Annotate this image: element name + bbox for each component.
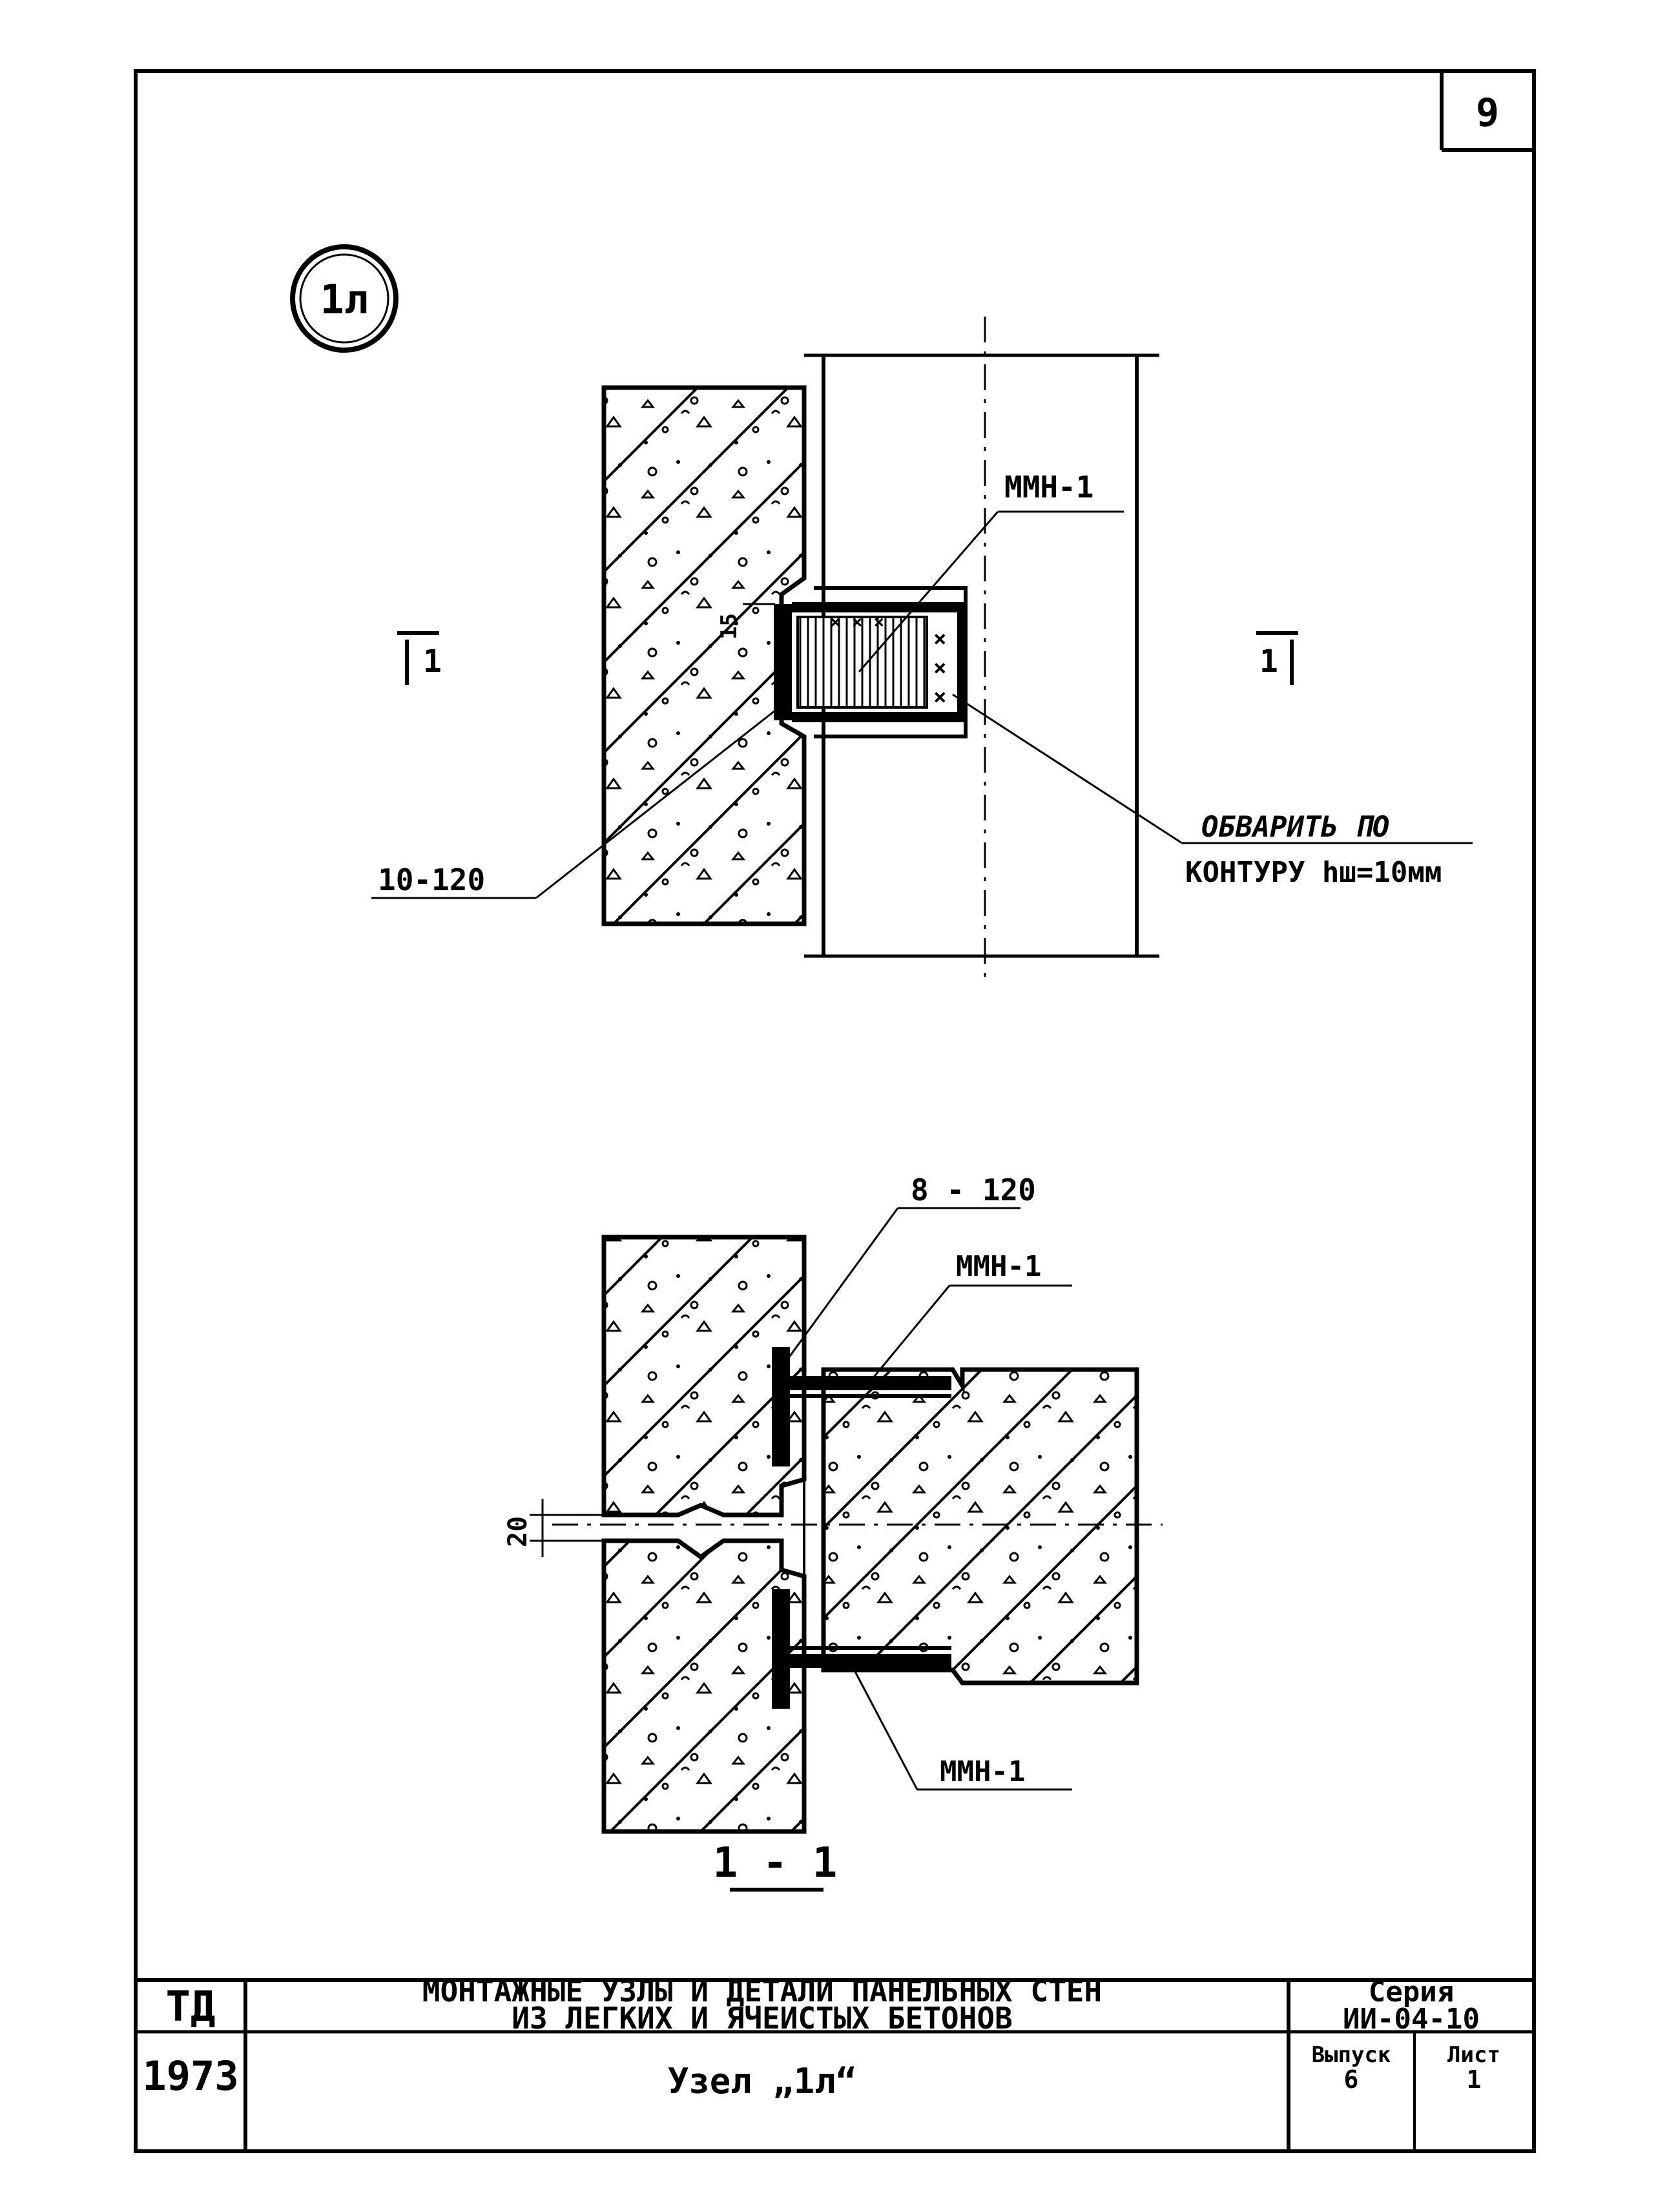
title-block xyxy=(136,1978,1534,2151)
issue-value: 6 xyxy=(1344,2065,1359,2094)
node-mark: 1л xyxy=(290,244,399,353)
section-label-mmn1-bottom: ММН-1 xyxy=(940,1755,1025,1788)
title-org: ТД xyxy=(165,1983,215,2031)
plan-connector-mmn1: × × × × × × xyxy=(792,586,968,738)
title-node: Узел „1л“ xyxy=(668,2061,857,2102)
section-mark-right-label: 1 xyxy=(1259,643,1278,680)
section-mark-left xyxy=(397,631,439,685)
section-caption: 1 - 1 xyxy=(713,1839,838,1887)
series-value: ИИ-04-10 xyxy=(1343,2003,1480,2036)
section-dim-20: 20 xyxy=(503,1516,533,1547)
sheet-value: 1 xyxy=(1467,2065,1482,2094)
svg-text:×: × xyxy=(933,684,946,710)
section-column xyxy=(821,1367,1139,1685)
title-year: 1973 xyxy=(142,2052,238,2100)
svg-text:×: × xyxy=(933,626,946,652)
plan-view: × × × × × × 15 1 1 ММН-1 ОБВАРИТЬ ПО xyxy=(371,317,1473,982)
section-upper-panel xyxy=(601,1235,807,1518)
plan-embedded-plate xyxy=(774,604,792,720)
plan-label-plate: 10-120 xyxy=(378,862,485,897)
section-connector-upper xyxy=(790,1376,951,1398)
section-mark-left-label: 1 xyxy=(423,643,442,680)
title-line2: ИЗ ЛЕГКИХ И ЯЧЕИСТЫХ БЕТОНОВ xyxy=(512,2001,1012,2036)
issue-label: Выпуск xyxy=(1312,2042,1391,2068)
plan-label-mmn1: ММН-1 xyxy=(1004,470,1093,505)
plan-left-panel xyxy=(601,385,807,926)
section-dim-20-marks xyxy=(530,1499,604,1557)
section-label-mmn1-top: ММН-1 xyxy=(956,1250,1041,1283)
sheet-label: Лист xyxy=(1447,2042,1500,2068)
section-mark-right xyxy=(1256,631,1298,685)
section-connector-lower xyxy=(790,1646,951,1668)
series-label: Серия xyxy=(1369,1976,1454,2009)
node-mark-label: 1л xyxy=(320,276,369,323)
section-plate-upper xyxy=(772,1347,790,1466)
plan-dim-15: 15 xyxy=(716,613,742,640)
section-label-plate: 8 - 120 xyxy=(911,1173,1036,1207)
plan-label-weld-line1: ОБВАРИТЬ ПО xyxy=(1201,811,1389,844)
title-line1: МОНТАЖНЫЕ УЗЛЫ И ДЕТАЛИ ПАНЕЛЬНЫХ СТЕН xyxy=(422,1974,1102,2009)
section-plate-lower xyxy=(772,1589,790,1709)
section-lower-panel xyxy=(601,1538,807,1834)
page-number: 9 xyxy=(1476,90,1499,136)
section-view: 20 8 - 120 ММН-1 ММН-1 1 - 1 xyxy=(503,1173,1163,1892)
sheet-frame xyxy=(134,69,1536,2153)
plan-label-weld-line2: КОНТУРУ hш=10мм xyxy=(1185,856,1442,889)
svg-text:× × ×: × × × xyxy=(830,611,884,632)
section-leaders xyxy=(783,1207,1072,1791)
plan-leaders xyxy=(371,510,1473,899)
svg-text:×: × xyxy=(933,655,946,681)
